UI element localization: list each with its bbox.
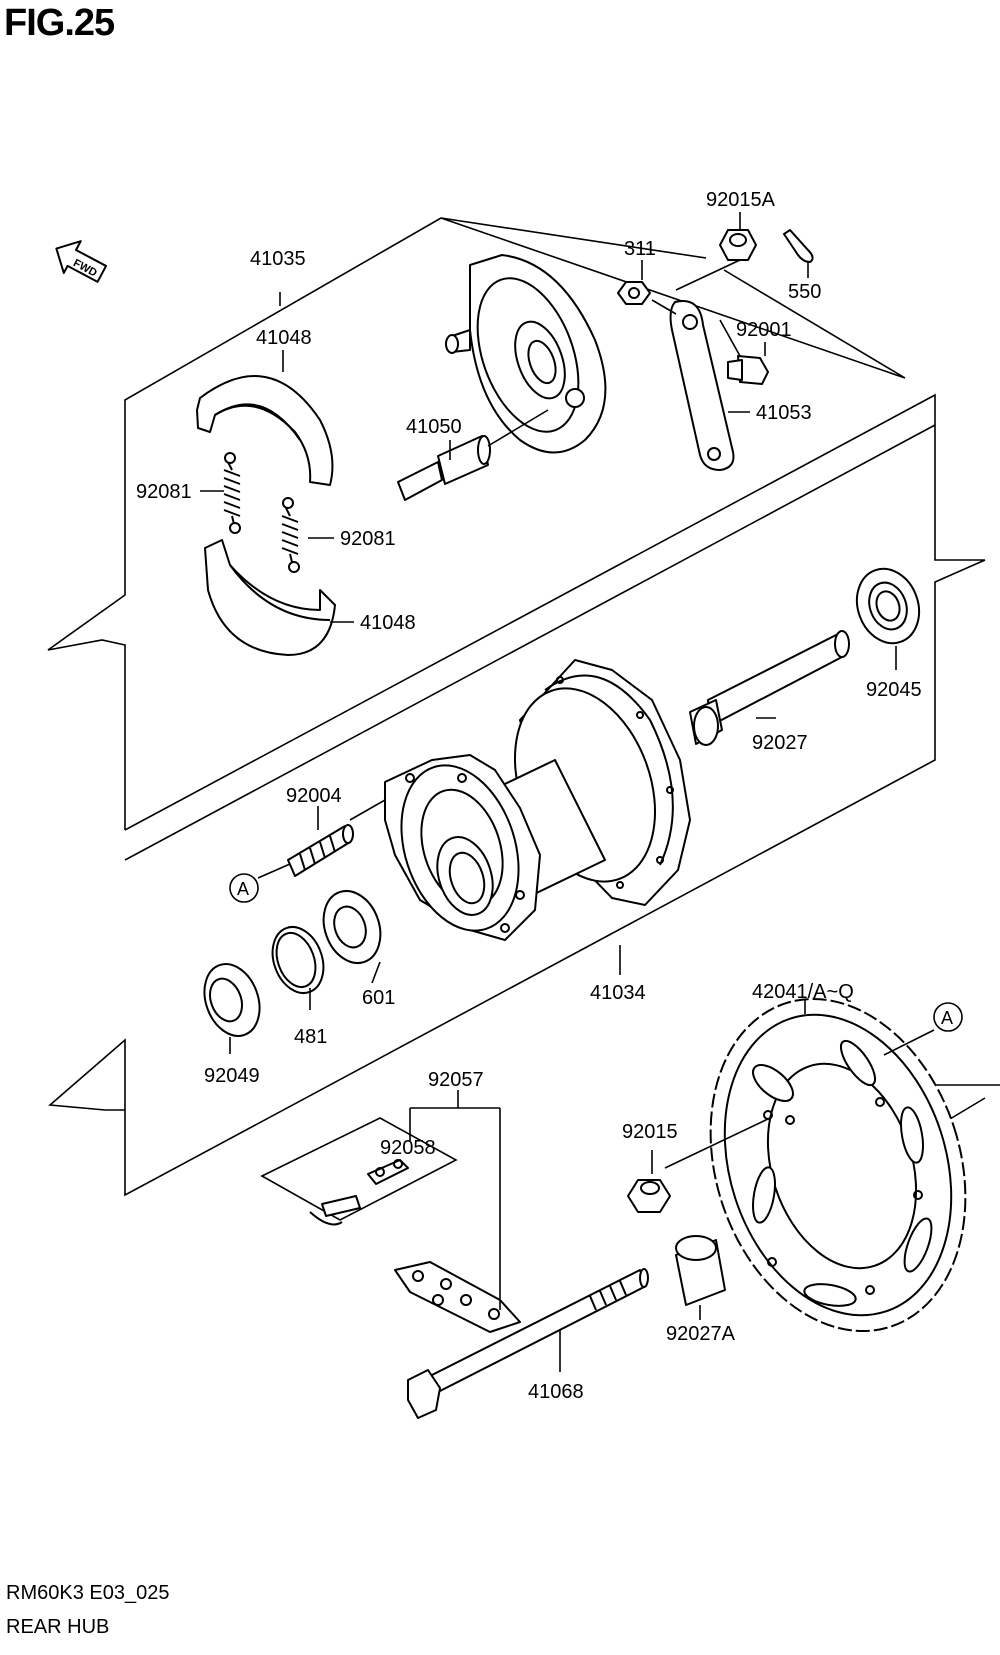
brake-shoe-bottom	[204, 539, 336, 656]
ref-a-left: A	[237, 879, 249, 899]
label-92057: 92057	[428, 1069, 484, 1091]
ref-a-right: A	[941, 1008, 953, 1028]
label-92081-left: 92081	[136, 481, 192, 503]
rear-hub	[384, 659, 691, 941]
oil-seal-92049	[203, 963, 261, 1037]
cotter-pin-icon	[782, 228, 814, 264]
upper-frame-outline	[47, 217, 906, 830]
spring-right-icon	[281, 497, 300, 573]
label-92015a: 92015A	[706, 189, 776, 211]
label-41050: 41050	[406, 416, 462, 438]
rear-sprocket	[709, 997, 967, 1333]
label-92045: 92045	[866, 679, 922, 701]
label-41068: 41068	[528, 1381, 584, 1403]
label-41035: 41035	[250, 248, 306, 270]
nut-311-icon	[617, 281, 651, 305]
nut-92015a-icon	[719, 229, 757, 261]
label-92027a: 92027A	[666, 1323, 736, 1345]
figure-name: REAR HUB	[6, 1616, 110, 1638]
label-92027: 92027	[752, 732, 808, 754]
brake-shoe-top	[196, 375, 334, 486]
label-92049: 92049	[204, 1065, 260, 1087]
cam-lever	[669, 300, 735, 471]
circlip-481	[271, 926, 325, 994]
fwd-arrow-icon: FWD	[55, 240, 108, 283]
stud-bolt-92004	[287, 824, 354, 877]
figure-code: RM60K3 E03_025	[6, 1582, 170, 1604]
spacer-92027	[689, 630, 850, 746]
leader-lines	[200, 212, 963, 1372]
drive-chain	[394, 1261, 521, 1333]
brake-cam	[397, 435, 491, 501]
label-41048-top: 41048	[256, 327, 312, 349]
label-481: 481	[294, 1026, 327, 1048]
brake-panel	[445, 254, 607, 454]
spacer-92027a	[675, 1235, 726, 1306]
label-92004: 92004	[286, 785, 342, 807]
label-601: 601	[362, 987, 395, 1009]
spring-left-icon	[223, 452, 241, 534]
label-42041: 42041/A~Q	[752, 981, 854, 1003]
axle-41068	[407, 1268, 649, 1419]
label-311: 311	[624, 238, 656, 260]
bearing-92045	[855, 567, 921, 645]
nut-92015-icon	[627, 1179, 671, 1213]
bolt-92001-icon	[727, 355, 769, 385]
label-92015: 92015	[622, 1121, 678, 1143]
label-92001: 92001	[736, 319, 792, 341]
label-41048-bottom: 41048	[360, 612, 416, 634]
label-92058: 92058	[380, 1137, 436, 1159]
label-92081-right: 92081	[340, 528, 396, 550]
chain-joint-box	[260, 1117, 458, 1226]
label-41053: 41053	[756, 402, 812, 424]
part-labels: 41035 41048 92081 92081 41048 41050 311 …	[136, 189, 953, 1403]
bearing-601	[322, 890, 382, 964]
main-frame-outline	[48, 393, 1000, 1197]
label-550: 550	[788, 281, 821, 303]
figure-title: FIG.25	[4, 2, 115, 44]
label-41034: 41034	[590, 982, 646, 1004]
